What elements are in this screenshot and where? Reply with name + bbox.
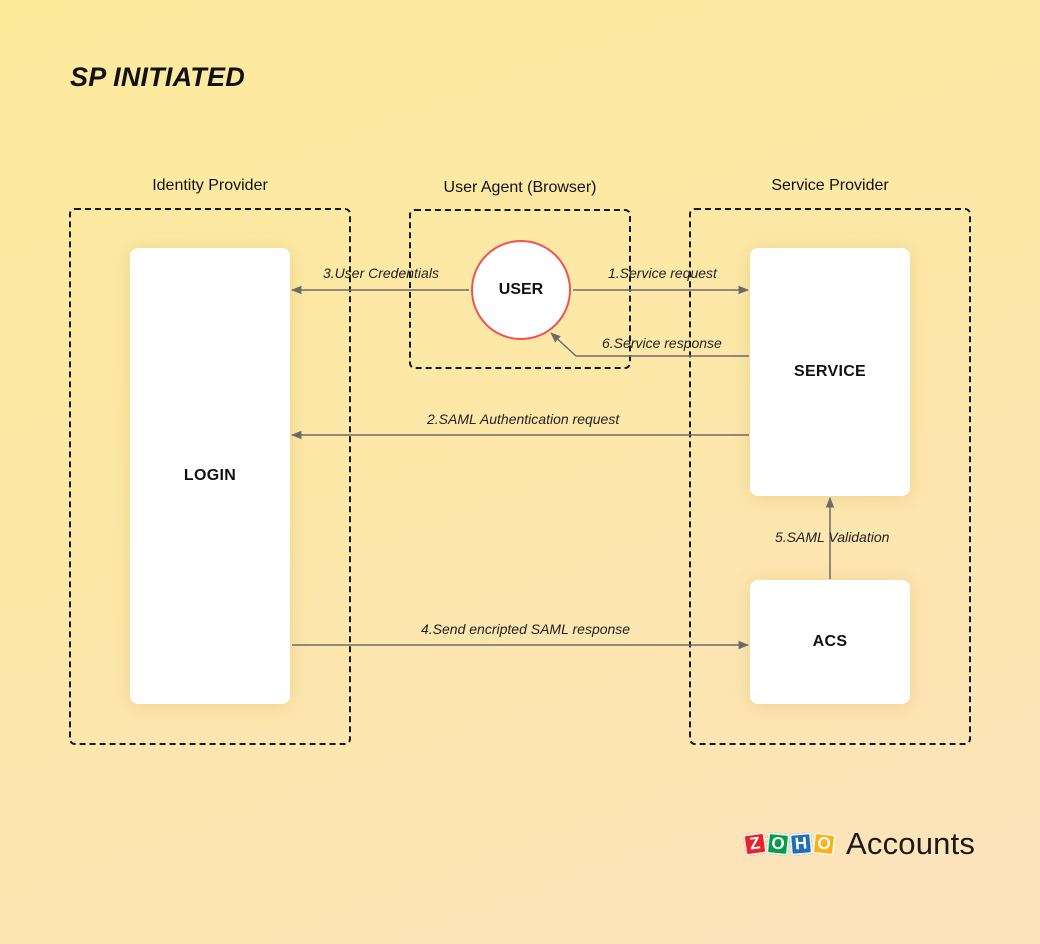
login-node: LOGIN — [130, 248, 290, 704]
zoho-letter-z: Z — [742, 831, 768, 857]
arrow-service-response — [550, 332, 749, 357]
send-saml-response-label: 4.Send encripted SAML response — [421, 621, 631, 637]
identity-provider-box — [69, 208, 351, 745]
user-label: USER — [498, 281, 544, 298]
zoho-letter-h: H — [789, 832, 813, 856]
acs-label: ACS — [812, 633, 848, 650]
user-credentials-label: 3.User Credentials — [323, 265, 439, 281]
zoho-logo-mark: Z O H O — [742, 831, 837, 857]
zoho-letter-o2: O — [811, 831, 837, 857]
service-response-label: 6.Service response — [602, 335, 722, 351]
service-node: SERVICE — [750, 248, 910, 496]
service-provider-label: Service Provider — [771, 177, 889, 194]
accounts-product-name: Accounts — [846, 826, 976, 861]
user-node: USER — [471, 240, 571, 340]
user-agent-box — [409, 209, 631, 369]
user-agent-label: User Agent (Browser) — [443, 179, 597, 196]
acs-node: ACS — [750, 580, 910, 704]
service-label: SERVICE — [793, 363, 867, 380]
login-label: LOGIN — [183, 467, 237, 484]
diagram-title: SP INITIATED — [70, 62, 245, 92]
saml-validation-label: 5.SAML Validation — [775, 529, 890, 545]
identity-provider-label: Identity Provider — [152, 177, 268, 194]
zoho-accounts-logo: Z O H O Accounts — [742, 826, 976, 862]
service-provider-box — [689, 208, 971, 745]
zoho-letter-o1: O — [765, 831, 791, 857]
saml-auth-request-label: 2.SAML Authentication request — [427, 411, 620, 427]
service-request-label: 1.Service request — [608, 265, 717, 281]
